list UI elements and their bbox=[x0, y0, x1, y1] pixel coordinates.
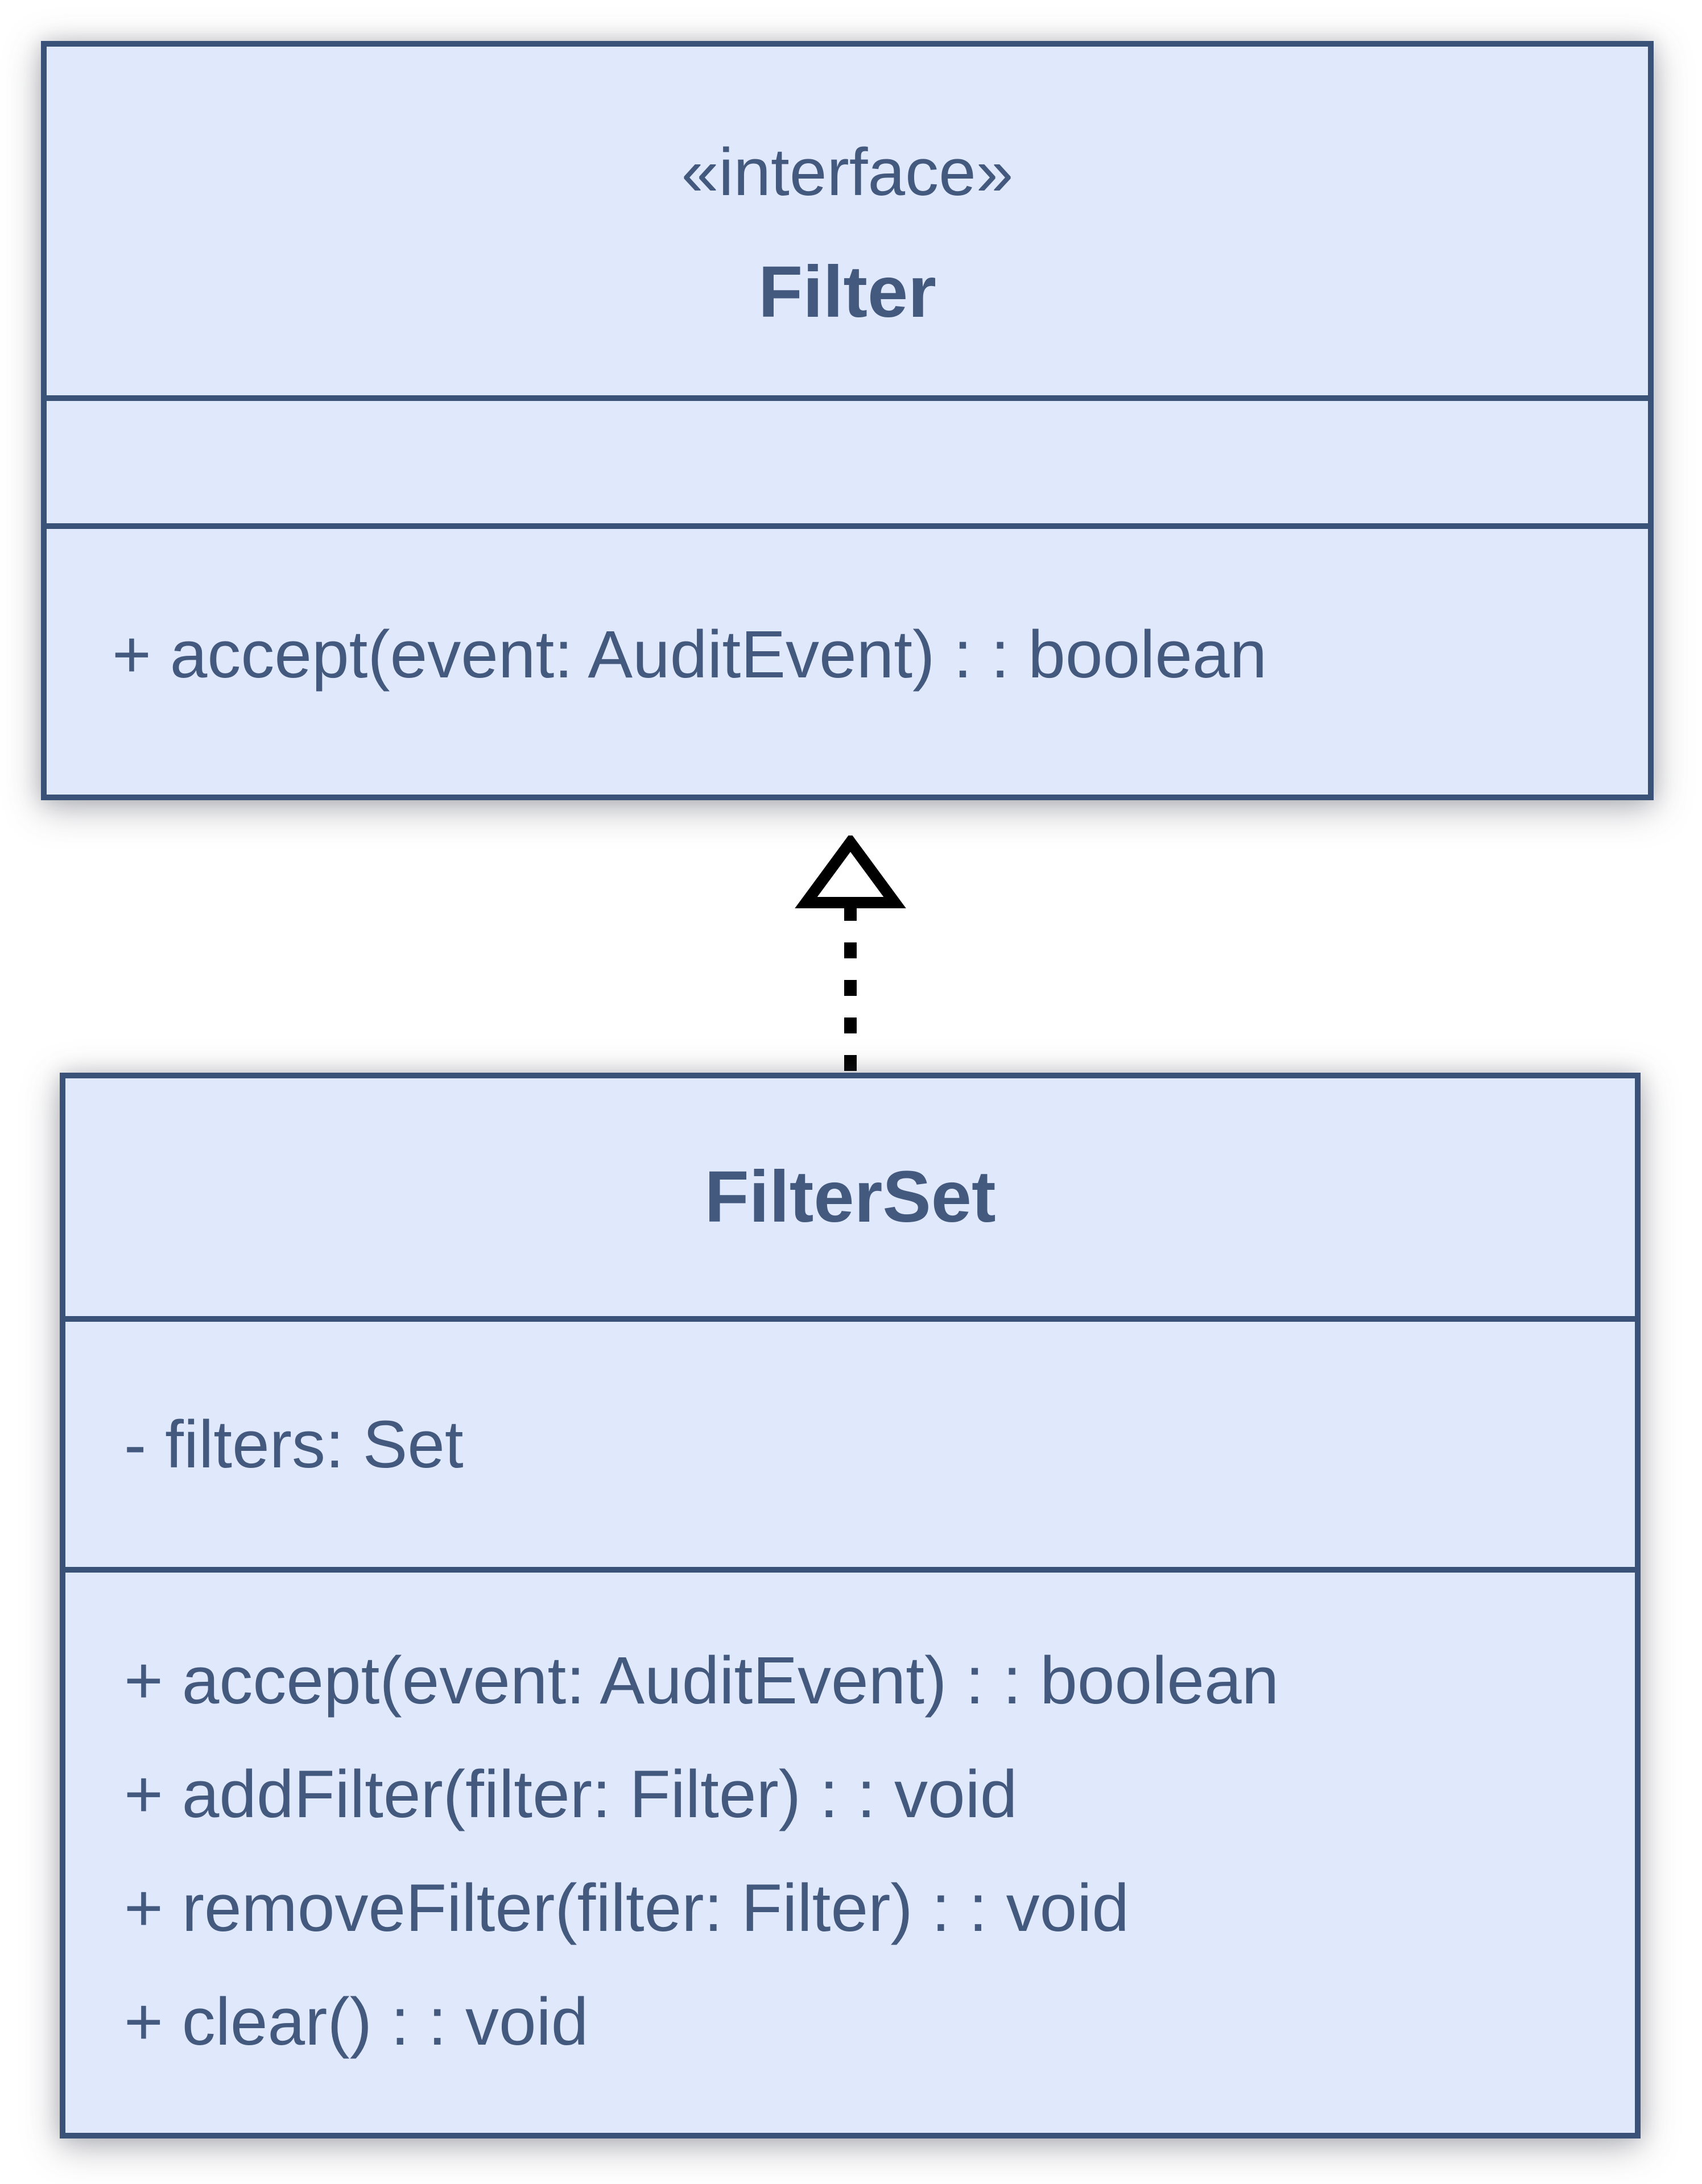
filterset-method-clear: + clear() : : void bbox=[124, 1984, 589, 2059]
filterset-title-compartment: FilterSet bbox=[65, 1078, 1635, 1316]
filter-attributes-compartment bbox=[47, 395, 1648, 523]
hollow-triangle-arrowhead bbox=[795, 835, 906, 908]
filter-stereotype-label: «interface» bbox=[681, 135, 1014, 210]
filterset-method-accept: + accept(event: AuditEvent) : : boolean bbox=[124, 1643, 1279, 1718]
filterset-attribute-filters: - filters: Set bbox=[124, 1407, 464, 1482]
filterset-attributes-compartment: - filters: Set bbox=[65, 1316, 1635, 1567]
filterset-class-name: FilterSet bbox=[704, 1156, 996, 1238]
filterset-method-removefilter: + removeFilter(filter: Filter) : : void bbox=[124, 1871, 1130, 1946]
filterset-methods-compartment: + accept(event: AuditEvent) : : boolean … bbox=[65, 1567, 1635, 2133]
class-box-filterset: FilterSet - filters: Set + accept(event:… bbox=[60, 1073, 1641, 2138]
filter-methods-compartment: + accept(event: AuditEvent) : : boolean bbox=[47, 523, 1648, 795]
filter-class-name: Filter bbox=[758, 251, 936, 333]
filter-method-accept: + accept(event: AuditEvent) : : boolean bbox=[112, 617, 1267, 692]
filterset-method-addfilter: + addFilter(filter: Filter) : : void bbox=[124, 1757, 1018, 1832]
realization-arrow bbox=[795, 835, 906, 1073]
class-box-filter: «interface» Filter + accept(event: Audit… bbox=[41, 41, 1654, 800]
filter-title-compartment: «interface» Filter bbox=[47, 47, 1648, 395]
